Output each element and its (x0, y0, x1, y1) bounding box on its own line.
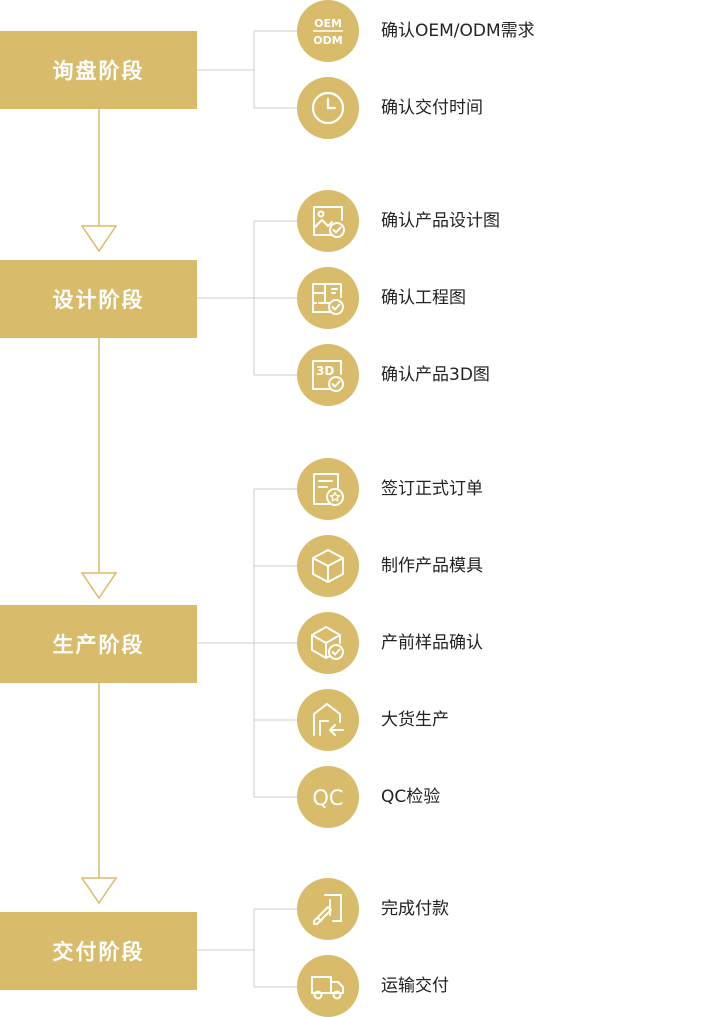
svg-text:OEM: OEM (314, 17, 342, 30)
svg-text:3D: 3D (316, 364, 334, 378)
svg-text:QC: QC (312, 786, 343, 810)
step-label: 确认交付时间 (381, 98, 483, 118)
step-label: 产前样品确认 (381, 633, 483, 653)
stage-design: 设计阶段 (0, 260, 197, 338)
step-label: 运输交付 (381, 976, 449, 996)
stage-delivery: 交付阶段 (0, 912, 197, 990)
stage-inquiry: 询盘阶段 (0, 31, 197, 109)
flow-arrow-2 (80, 572, 118, 600)
image-check-icon (297, 190, 359, 252)
step-label: 确认产品设计图 (381, 211, 500, 231)
stage-production: 生产阶段 (0, 605, 197, 683)
step-label: 完成付款 (381, 899, 449, 919)
step-label: 确认产品3D图 (381, 365, 490, 385)
step-label: 大货生产 (381, 710, 449, 730)
step-label: QC检验 (381, 787, 441, 807)
blueprint-check-icon (297, 267, 359, 329)
3d-check-icon: 3D (297, 344, 359, 406)
step-label: 确认OEM/ODM需求 (381, 21, 535, 41)
contract-star-icon (297, 458, 359, 520)
box-icon (297, 535, 359, 597)
step-label: 签订正式订单 (381, 479, 483, 499)
step-label: 确认工程图 (381, 288, 466, 308)
oem-odm-icon: OEM ODM (297, 0, 359, 62)
svg-text:ODM: ODM (313, 34, 342, 47)
box-check-icon (297, 612, 359, 674)
truck-icon (297, 955, 359, 1017)
qc-icon: QC (297, 766, 359, 828)
warehouse-arrow-icon (297, 689, 359, 751)
step-label: 制作产品模具 (381, 556, 483, 576)
payment-pen-icon (297, 878, 359, 940)
flow-arrow-3 (80, 877, 118, 905)
flow-arrow-1 (80, 225, 118, 253)
clock-icon (297, 77, 359, 139)
